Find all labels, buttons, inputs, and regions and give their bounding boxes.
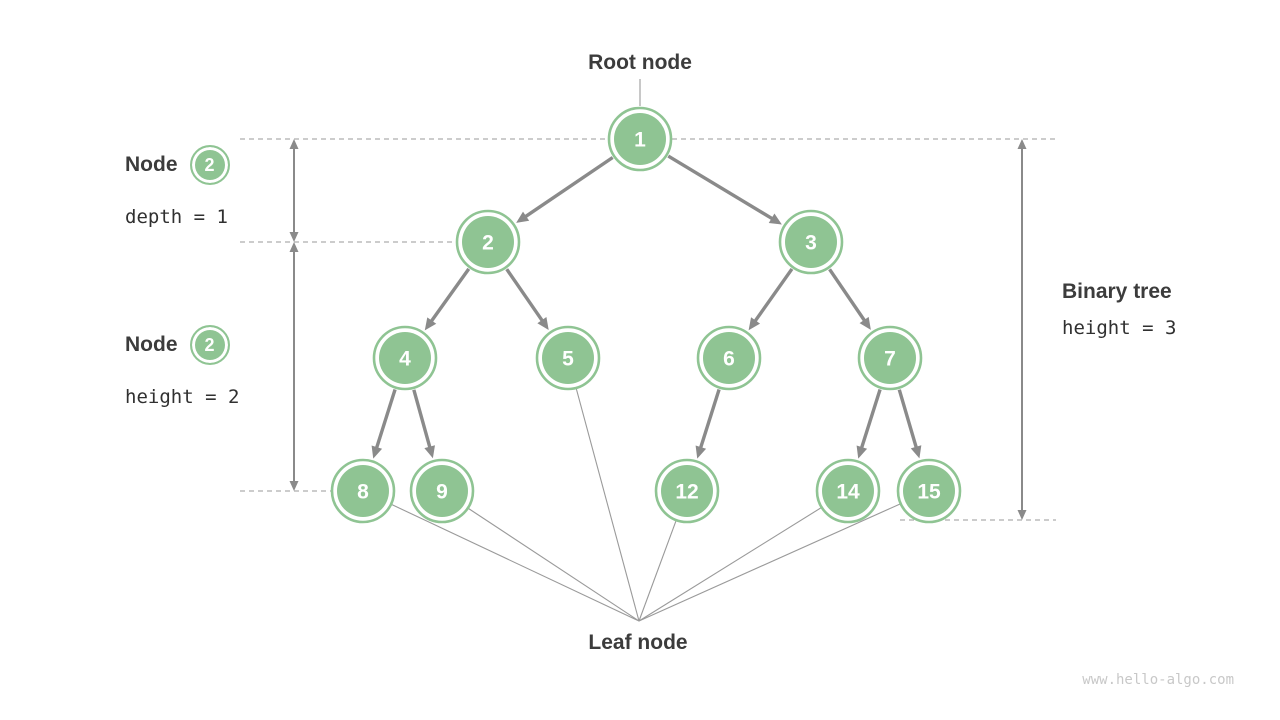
leaf-pointer-line-8: [391, 504, 640, 622]
edge-3-6: [748, 267, 794, 331]
binary-tree-title: Binary tree: [1062, 280, 1172, 303]
edge-4-9: [412, 389, 435, 459]
watermark: www.hello-algo.com: [1082, 672, 1234, 688]
leaf-pointer-line-15: [638, 503, 901, 622]
leaf-pointer-line-14: [638, 507, 822, 622]
tree-node-value: 9: [436, 481, 448, 504]
leaf-pointer-line-9: [468, 508, 640, 622]
binary-tree-annotation: Binary tree height = 3: [1062, 279, 1176, 339]
node-depth-annotation: Node 2 depth = 1: [125, 143, 230, 228]
tree-node-value: 4: [399, 348, 411, 371]
leaf-pointer-line-12: [638, 520, 677, 622]
tree-node-6: 6: [696, 325, 762, 391]
tree-node-8: 8: [330, 458, 396, 524]
edge-3-7: [828, 268, 871, 330]
tree-node-12: 12: [654, 458, 720, 524]
edge-1-2: [516, 156, 614, 223]
node-label-bottom: Node: [125, 333, 178, 356]
edge-7-14: [856, 388, 882, 459]
node-badge-bottom: 2: [189, 325, 230, 365]
tree-node-1: 1: [607, 106, 673, 172]
tree-node-value: 15: [917, 481, 941, 504]
tree-node-9: 9: [409, 458, 475, 524]
edge-6-12: [695, 388, 721, 459]
tree-node-5: 5: [535, 325, 601, 391]
tree-node-7: 7: [857, 325, 923, 391]
measure-arrow-2: [1017, 139, 1027, 520]
tree-node-value: 3: [805, 232, 817, 255]
tree-node-15: 15: [896, 458, 962, 524]
tree-node-value: 14: [836, 481, 860, 504]
node-height-annotation-row: Node 2: [125, 323, 239, 367]
leaf-node-label: Leaf node: [588, 631, 688, 654]
tree-node-value: 12: [675, 481, 698, 504]
node-height-annotation: Node 2 height = 2: [125, 323, 239, 408]
edge-1-3: [667, 154, 782, 225]
root-node-label: Root node: [588, 51, 692, 74]
tree-node-value: 2: [482, 232, 494, 255]
edge-2-5: [505, 268, 549, 331]
tree-node-value: 8: [357, 481, 369, 504]
tree-node-4: 4: [372, 325, 438, 391]
measure-arrow-0: [289, 139, 299, 242]
tree-node-value: 1: [634, 129, 646, 152]
edge-2-4: [424, 267, 471, 331]
tree-height-metric: height = 3: [1062, 317, 1177, 339]
node-badge-top: 2: [189, 145, 230, 185]
edge-7-15: [897, 389, 922, 459]
edge-4-8: [371, 388, 397, 459]
node-depth-annotation-row: Node 2: [125, 143, 230, 187]
tree-node-2: 2: [455, 209, 521, 275]
tree-node-3: 3: [778, 209, 844, 275]
tree-node-value: 7: [884, 348, 896, 371]
tree-node-value: 5: [562, 348, 574, 371]
height-metric: height = 2: [125, 386, 240, 408]
depth-metric: depth = 1: [125, 206, 228, 228]
tree-node-value: 6: [723, 348, 735, 371]
leaf-pointer-line-5: [575, 388, 640, 622]
tree-node-14: 14: [815, 458, 881, 524]
measure-arrow-1: [289, 242, 299, 491]
node-label-top: Node: [125, 153, 178, 176]
